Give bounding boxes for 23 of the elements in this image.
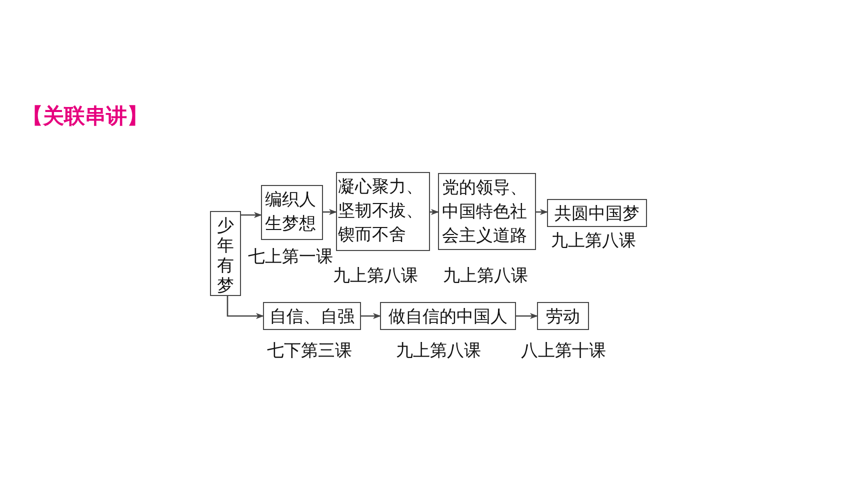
concept-box: 党的领导、中国特色社会主义道路	[438, 173, 536, 250]
lesson-label: 九上第八课	[443, 266, 528, 286]
concept-box: 凝心聚力、坚韧不拔、锲而不舍	[336, 172, 430, 251]
arrow	[323, 209, 337, 215]
lesson-label: 八上第十课	[521, 341, 606, 361]
arrow	[430, 209, 439, 215]
concept-box: 做自信的中国人	[380, 302, 516, 330]
lesson-label: 九上第八课	[551, 231, 636, 251]
lesson-label: 七上第一课	[248, 247, 333, 267]
section-heading: 【关联串讲】	[22, 103, 148, 130]
concept-box: 自信、自强	[263, 302, 361, 330]
concept-box: 劳动	[537, 302, 589, 330]
lesson-label: 七下第三课	[267, 341, 352, 361]
arrow	[361, 313, 381, 319]
lesson-label: 九上第八课	[396, 341, 481, 361]
lesson-label: 九上第八课	[333, 266, 418, 286]
arrow	[241, 212, 262, 218]
arrow	[536, 209, 548, 215]
concept-box: 编织人生梦想	[261, 185, 323, 240]
arrow	[226, 296, 264, 319]
topic-box: 少年有梦	[210, 211, 241, 296]
concept-box: 共圆中国梦	[547, 199, 647, 227]
arrow	[516, 313, 538, 319]
